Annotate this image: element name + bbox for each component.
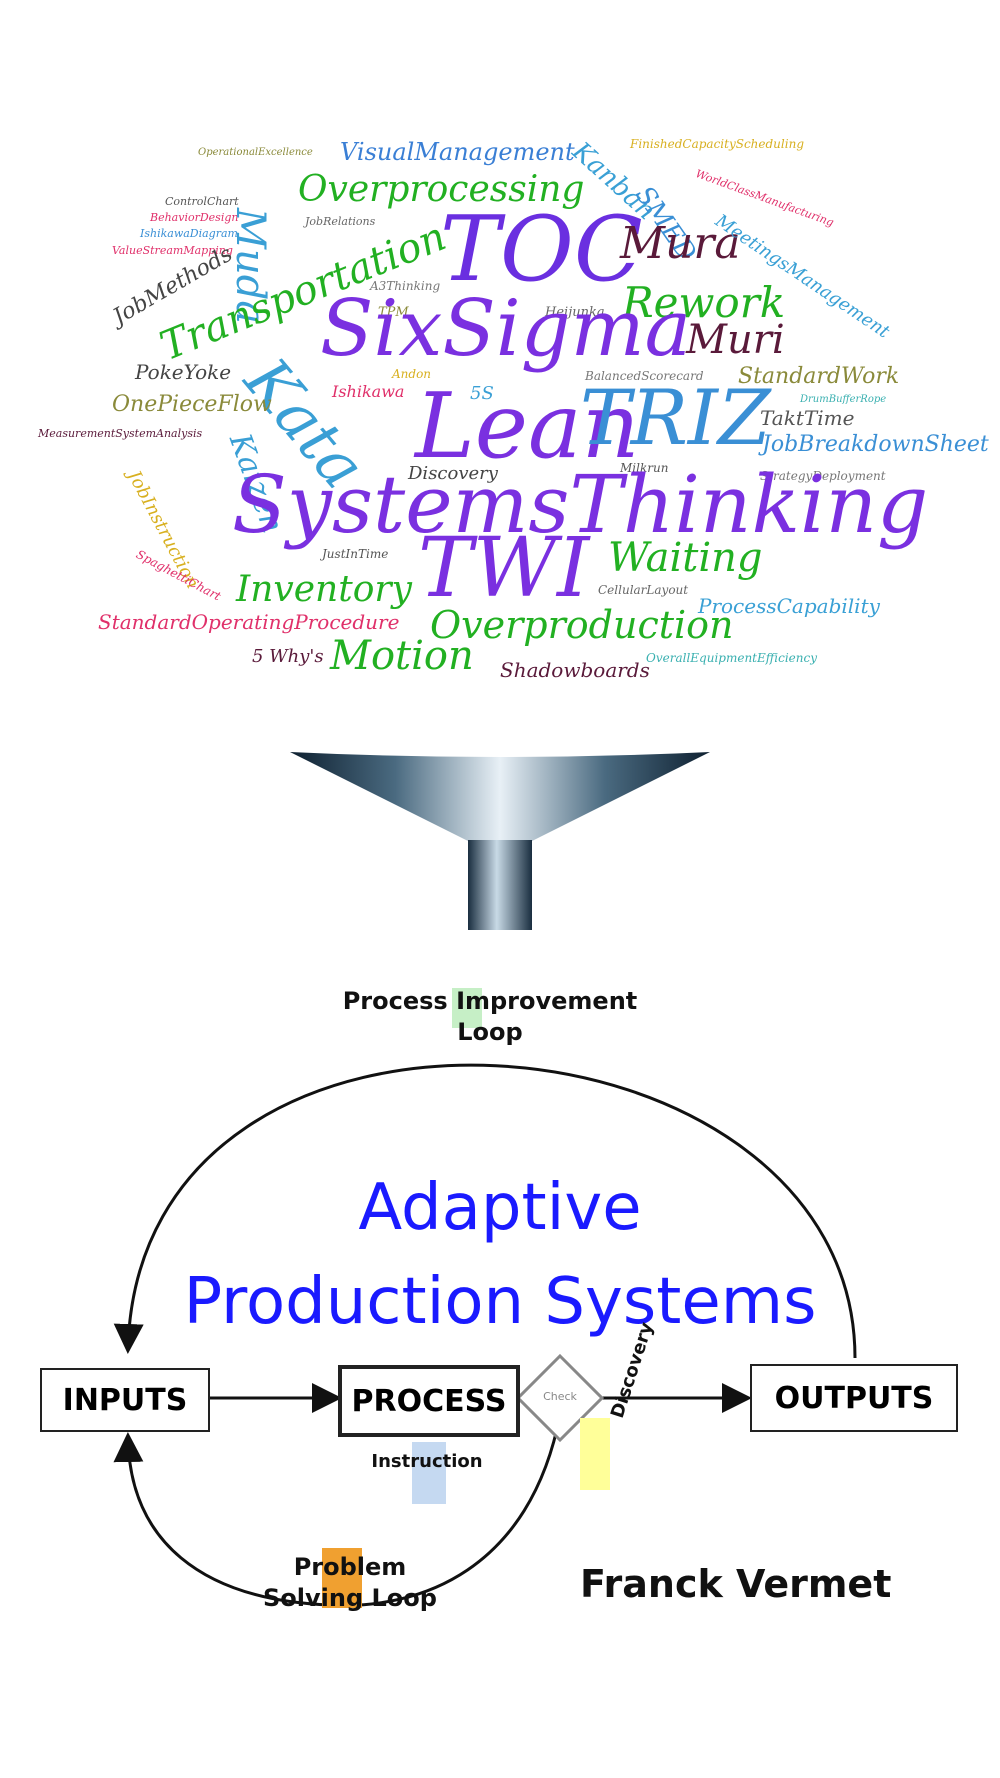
inputs-box: INPUTS: [40, 1368, 210, 1432]
word-ishikawa-diagram: IshikawaDiagram: [140, 227, 238, 240]
word-cloud: OperationalExcellence VisualManagement K…: [0, 0, 1000, 700]
word-six-sigma: SixSigma: [320, 284, 692, 374]
word-ishikawa: Ishikawa: [332, 382, 405, 401]
adaptive-production-diagram: Process Improvement Loop Adaptive Produc…: [0, 980, 1000, 1660]
word-strategy-deployment: StrategyDeployment: [760, 469, 886, 483]
word-process-capability: ProcessCapability: [698, 594, 880, 618]
title-line1: Adaptive: [358, 1171, 642, 1245]
word-standard-operating-procedure: StandardOperatingProcedure: [98, 610, 400, 634]
outputs-label: OUTPUTS: [774, 1380, 934, 1416]
word-5-whys: 5 Why's: [252, 646, 324, 667]
word-motion: Motion: [330, 633, 474, 679]
word-cellular-layout: CellularLayout: [598, 583, 689, 597]
word-waiting: Waiting: [608, 535, 763, 581]
green-highlight: [452, 988, 482, 1028]
word-value-stream-mapping: ValueStreamMapping: [112, 244, 233, 257]
problem-solving-loop-label: Problem Solving Loop: [230, 1552, 470, 1614]
word-overprocessing: Overprocessing: [298, 169, 585, 210]
blue-highlight: [412, 1442, 446, 1504]
inputs-label: INPUTS: [62, 1382, 188, 1418]
word-andon: Andon: [392, 367, 432, 381]
word-one-piece-flow: OnePieceFlow: [112, 392, 272, 417]
word-discovery: Discovery: [408, 463, 498, 484]
problem-line: Problem: [293, 1553, 407, 1581]
word-visual-management: VisualManagement: [340, 138, 575, 166]
word-measurement-system-analysis: MeasurementSystemAnalysis: [38, 427, 203, 440]
word-standard-work: StandardWork: [738, 364, 900, 389]
orange-highlight: [322, 1548, 362, 1608]
word-lean: Lean: [415, 374, 640, 479]
word-overall-equipment-efficiency: OverallEquipmentEfficiency: [646, 651, 817, 665]
check-label: Check: [543, 1390, 577, 1403]
word-behavior-design: BehaviorDesign: [150, 211, 239, 224]
process-box: PROCESS: [338, 1365, 520, 1437]
process-improvement-loop-label: Process Improvement Loop: [320, 986, 660, 1048]
word-toc: TOC: [440, 197, 643, 302]
word-twi: TWI: [418, 521, 590, 616]
solving-loop-line: Solving Loop: [263, 1584, 437, 1613]
funnel-graphic: [290, 752, 710, 930]
word-control-chart: ControlChart: [165, 195, 239, 208]
loop-label-text: Process Improvement Loop: [342, 987, 638, 1047]
instruction-label: Instruction: [371, 1451, 483, 1472]
title-line2: Production Systems: [183, 1265, 817, 1339]
yellow-highlight: [580, 1418, 610, 1490]
word-heijunka: Heijunka: [545, 305, 605, 320]
word-mura: Mura: [620, 218, 741, 269]
author-name: Franck Vermet: [580, 1562, 892, 1606]
outputs-box: OUTPUTS: [750, 1364, 958, 1432]
word-triz: TRIZ: [580, 373, 771, 462]
word-drum-buffer-rope: DrumBufferRope: [800, 394, 887, 405]
word-milkrun: Milkrun: [620, 461, 669, 475]
word-operational-excellence: OperationalExcellence: [198, 147, 313, 158]
word-takt-time: TaktTime: [760, 406, 855, 430]
word-balanced-scorecard: BalancedScorecard: [585, 369, 704, 383]
word-overproduction: Overproduction: [430, 603, 734, 647]
word-tpm: TPM: [378, 305, 409, 320]
word-systems-thinking: SystemsThinking: [232, 458, 929, 551]
word-inventory: Inventory: [236, 569, 412, 610]
word-muri: Muri: [686, 317, 785, 363]
word-just-in-time: JustInTime: [322, 547, 389, 561]
process-label: PROCESS: [351, 1383, 507, 1419]
word-job-breakdown-sheet: JobBreakdownSheet: [762, 432, 989, 457]
word-rework: Rework: [622, 278, 786, 327]
word-finished-capacity-scheduling: FinishedCapacityScheduling: [630, 137, 804, 151]
word-poke-yoke: PokeYoke: [135, 360, 232, 384]
word-a3-thinking: A3Thinking: [370, 279, 441, 293]
word-job-relations: JobRelations: [305, 215, 376, 228]
word-shadowboards: Shadowboards: [500, 658, 650, 682]
word-5s: 5S: [470, 383, 494, 404]
